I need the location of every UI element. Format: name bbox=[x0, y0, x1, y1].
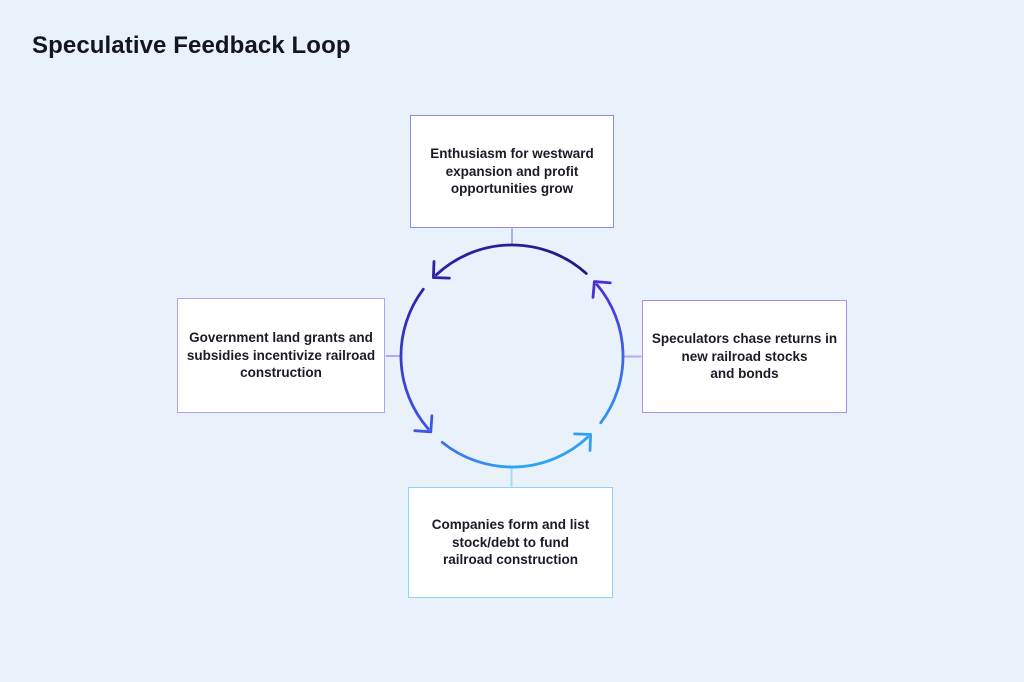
node-government-grants: Government land grants and subsidies inc… bbox=[177, 298, 385, 413]
node-text-line: stock/debt to fund bbox=[452, 534, 569, 550]
page-title: Speculative Feedback Loop bbox=[32, 32, 351, 59]
node-text-line: Speculators chase returns in bbox=[651, 330, 838, 346]
node-text-line: opportunities grow bbox=[450, 181, 574, 197]
arrowhead-top-left-icon bbox=[431, 260, 451, 280]
node-companies-form: Companies form and list stock/debt to fu… bbox=[408, 487, 613, 598]
arc-top bbox=[434, 243, 588, 277]
arrowhead-bottom-right-icon bbox=[573, 432, 592, 452]
node-text-line: Companies form and list bbox=[431, 516, 590, 532]
arrowhead-bottom-left-icon bbox=[413, 414, 434, 434]
arc-left bbox=[399, 287, 430, 431]
arc-right bbox=[595, 283, 625, 425]
arrowhead-top-right-icon bbox=[591, 280, 612, 299]
node-text-line: construction bbox=[240, 365, 322, 381]
arc-bottom bbox=[440, 435, 590, 469]
node-speculators: Speculators chase returns in new railroa… bbox=[642, 300, 847, 413]
node-text-line: and bonds bbox=[710, 366, 779, 382]
node-text-line: subsidies incentivize railroad bbox=[186, 347, 376, 363]
node-enthusiasm: Enthusiasm for westward expansion and pr… bbox=[410, 115, 614, 228]
node-text-line: Government land grants and bbox=[189, 329, 373, 345]
node-text-line: expansion and profit bbox=[445, 163, 579, 179]
node-text-line: new railroad stocks bbox=[681, 348, 808, 364]
node-text-line: railroad construction bbox=[442, 552, 579, 568]
node-text-line: Enthusiasm for westward bbox=[430, 145, 594, 161]
